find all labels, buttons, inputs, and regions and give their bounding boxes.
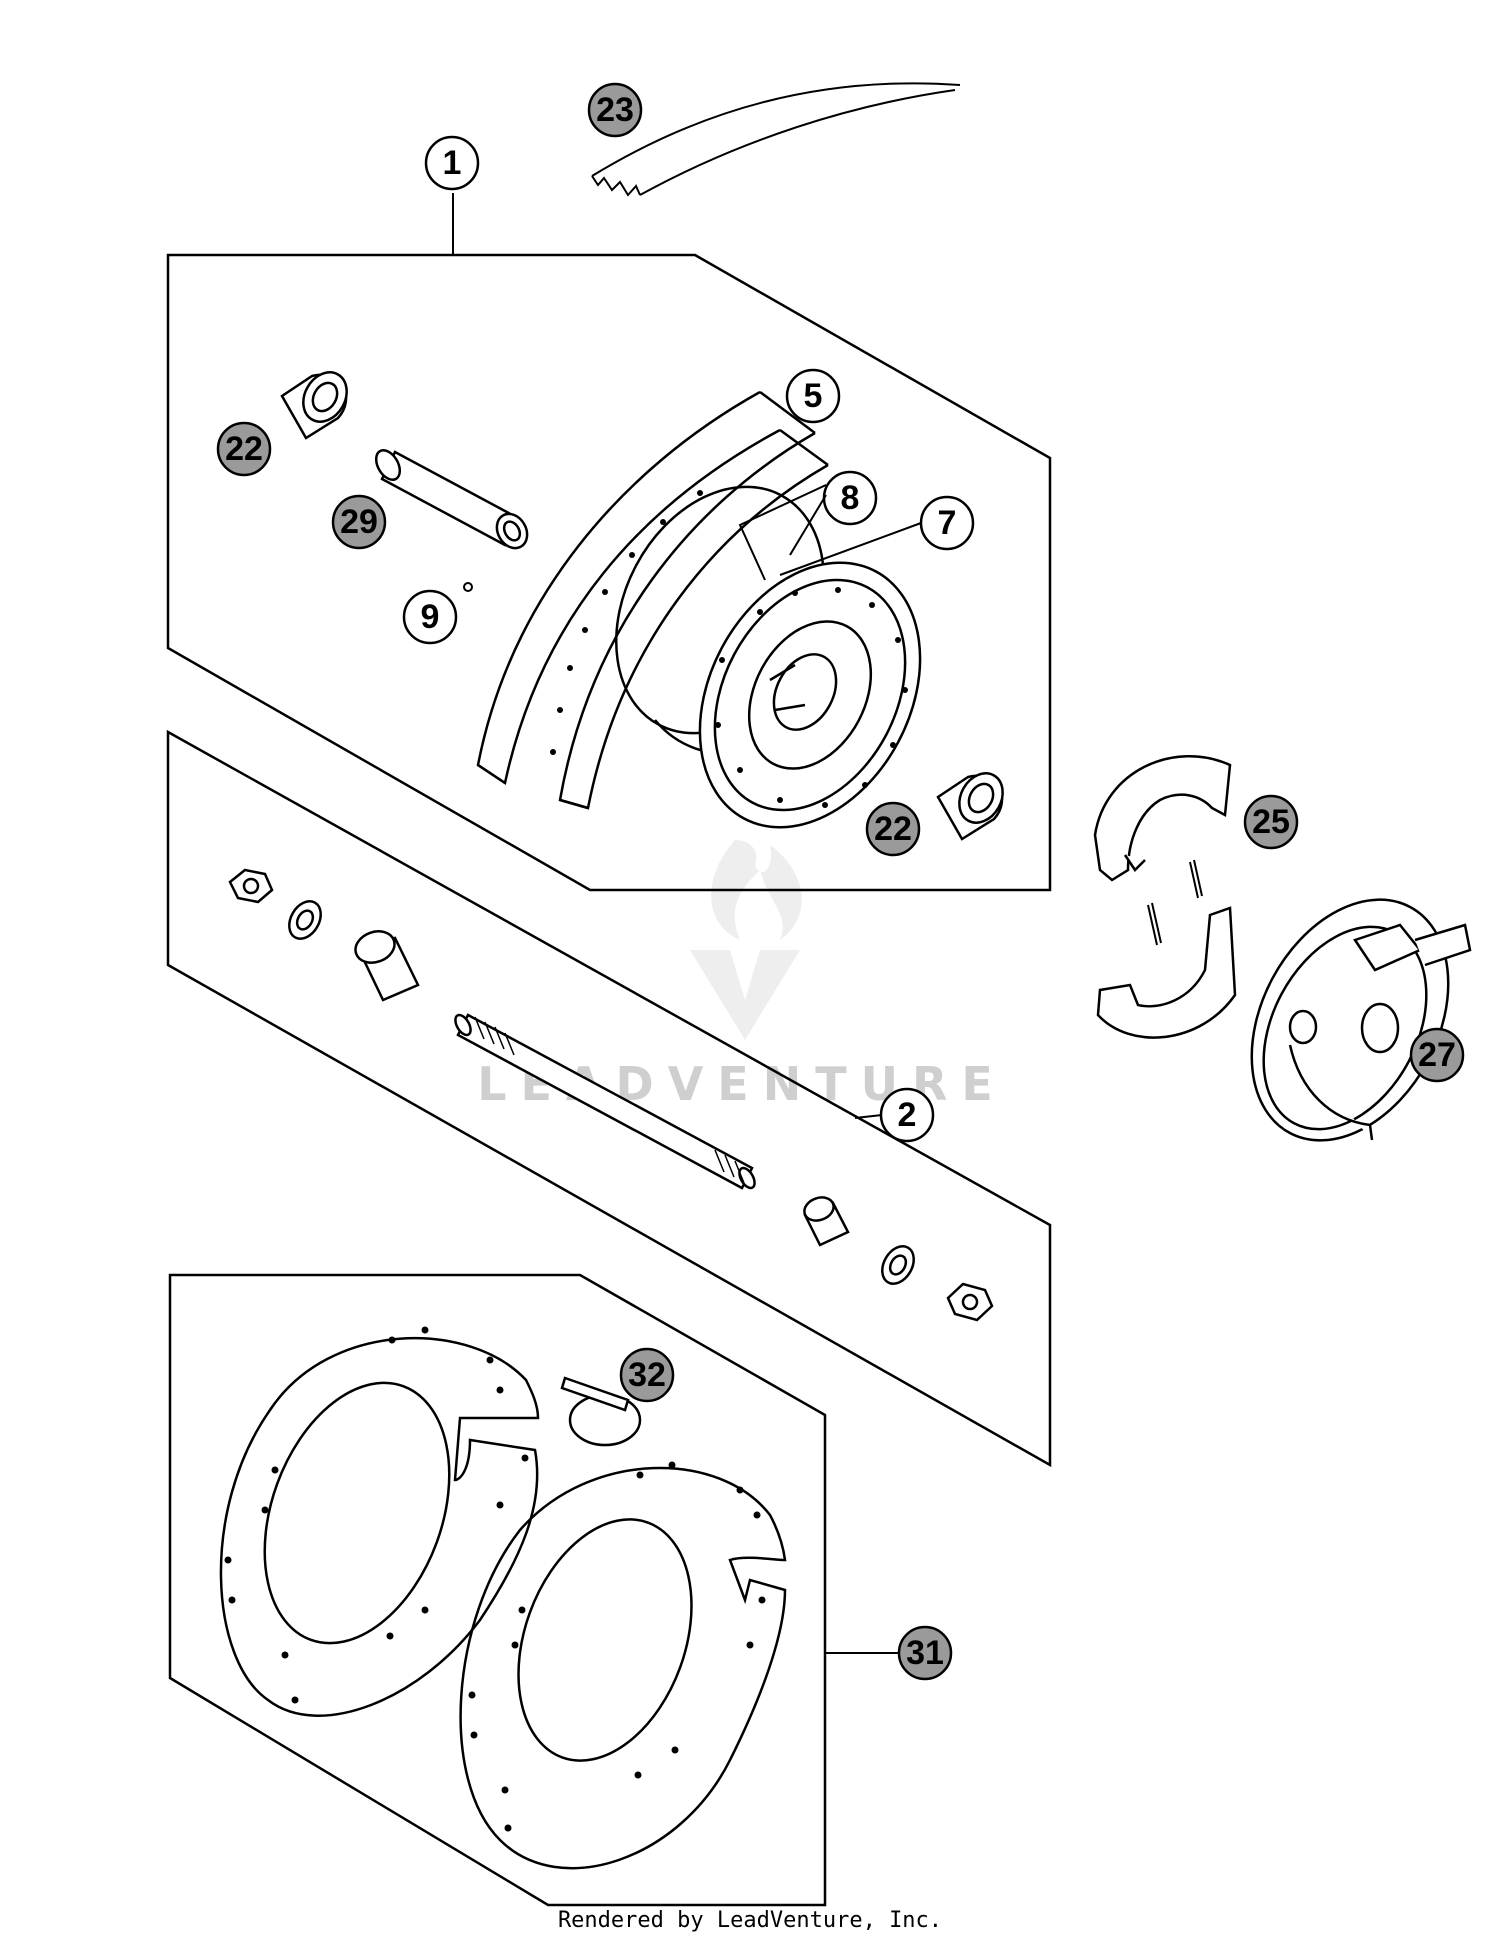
decal-kit-panel [168,1273,827,1907]
hub-spoke-holes [715,587,908,808]
callout-31: 31 [897,1625,953,1681]
axle-assembly-panel [166,729,1052,1468]
callout-22-upper: 22 [216,421,272,477]
callout-23-label: 23 [596,91,634,129]
watermark-v-icon [690,950,800,1040]
callout-32: 32 [619,1347,675,1403]
axle-shaft-drawing [454,1013,756,1190]
axle-washer-drawing [288,900,322,940]
callout-23: 23 [587,82,643,138]
callout-5-label: 5 [804,377,823,415]
callout-8: 8 [822,470,878,526]
axle-washer-drawing [881,1245,915,1285]
callout-27-label: 27 [1418,1036,1456,1074]
decal-dots [224,1326,766,1832]
rim-decal-drawing [459,1466,787,1870]
callout-7-label: 7 [938,504,957,542]
callout-31-label: 31 [906,1634,944,1672]
callout-25-label: 25 [1252,803,1290,841]
rim-decal-drawing [219,1337,540,1717]
leader-lines [738,484,922,581]
callout-7: 7 [919,495,975,551]
axle-spacer-drawing [354,930,420,1002]
callout-22-lower: 22 [865,801,921,857]
callout-29-label: 29 [340,503,378,541]
rim-strip-drawing [591,82,961,197]
callout-9: 9 [402,589,458,645]
callout-8-label: 8 [841,479,860,517]
wheel-assembly-panel [166,253,1052,892]
callout-1-label: 1 [443,144,462,182]
spoke-nipple-drawing [463,582,473,592]
axle-nut-drawing [228,868,274,904]
callout-9-label: 9 [421,598,440,636]
rim-drawing [476,390,829,810]
callout-5: 5 [785,368,841,424]
brake-panel-drawing [1250,898,1472,1142]
callout-2-label: 2 [898,1096,917,1134]
footer-credit: Rendered by LeadVenture, Inc. [557,1908,943,1933]
axle-nut-drawing [946,1282,994,1322]
callout-1: 1 [424,135,480,191]
axle-spacer-drawing [803,1196,850,1247]
cable-tie-drawing [560,1376,642,1447]
bearing-drawing [280,371,348,440]
brake-shoe-drawing [1093,755,1237,1039]
callout-27: 27 [1409,1027,1465,1083]
spacer-drawing [374,449,529,550]
callout-22-upper-label: 22 [225,430,263,468]
bearing-drawing [936,772,1004,841]
rim-spoke-holes [550,490,703,755]
callout-32-label: 32 [628,1356,666,1394]
callout-22-lower-label: 22 [874,810,912,848]
hub-drawing [615,485,922,829]
callout-25: 25 [1243,794,1299,850]
callout-29: 29 [331,494,387,550]
callout-2: 2 [879,1087,935,1143]
watermark-flame-icon [711,840,802,940]
